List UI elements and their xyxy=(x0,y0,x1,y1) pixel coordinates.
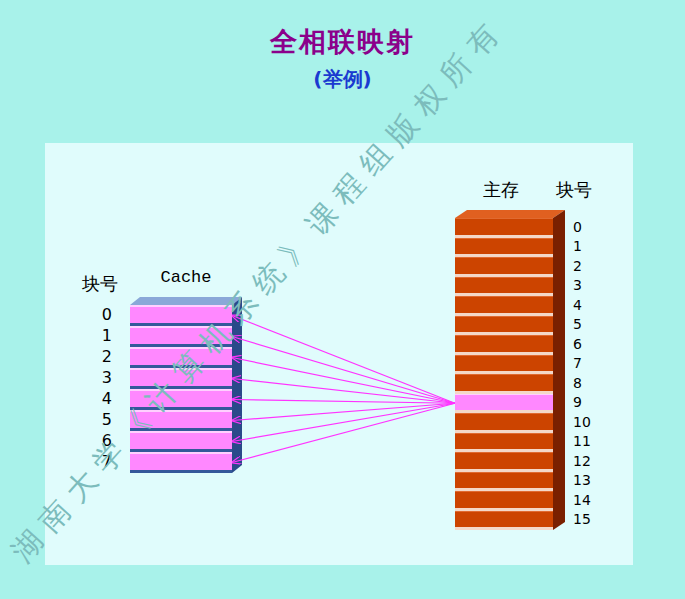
memory-block: 3 xyxy=(455,277,553,297)
block-number: 3 xyxy=(573,277,582,293)
block-number: 3 xyxy=(102,369,112,387)
mapping-arrow xyxy=(232,403,455,462)
mapping-arrow xyxy=(232,379,455,404)
block-number: 2 xyxy=(573,258,582,274)
mapping-arrow xyxy=(232,316,455,404)
memory-block: 13 xyxy=(455,472,553,492)
memory-block: 7 xyxy=(455,355,553,375)
group-heading: Cache xyxy=(126,268,246,288)
watermark: 湖南大学《计算机系统》课程组版权所有 xyxy=(5,11,512,569)
title: 全相联映射 xyxy=(0,26,685,57)
mapping-arrow xyxy=(232,403,455,441)
cache-line: 7 xyxy=(130,452,232,473)
block-number: 7 xyxy=(573,355,582,371)
memory-block: 12 xyxy=(455,452,553,472)
memory-side-face xyxy=(553,210,565,530)
memory-block: 5 xyxy=(455,316,553,336)
block-number: 1 xyxy=(102,327,112,345)
block-number: 12 xyxy=(573,453,591,469)
memory-block: 9 xyxy=(455,394,553,414)
block-number: 13 xyxy=(573,472,591,488)
block-number: 10 xyxy=(573,414,591,430)
mapping-arrow xyxy=(232,337,455,404)
column-heading: 块号 xyxy=(556,180,592,201)
memory-block: 4 xyxy=(455,296,553,316)
mapping-arrow xyxy=(232,400,455,404)
memory-block: 14 xyxy=(455,491,553,511)
memory-group: 主存0123456789101112131415 xyxy=(453,180,605,532)
block-number: 1 xyxy=(573,238,582,254)
memory-block: 0 xyxy=(455,218,553,238)
mapping-arrow xyxy=(232,358,455,404)
block-number: 5 xyxy=(102,411,112,429)
column-heading: 块号 xyxy=(82,274,118,295)
memory-block: 8 xyxy=(455,374,553,394)
memory-block: 11 xyxy=(455,433,553,453)
block-number: 11 xyxy=(573,433,591,449)
block-number: 4 xyxy=(573,297,582,313)
memory-block: 2 xyxy=(455,257,553,277)
memory-block: 6 xyxy=(455,335,553,355)
block-number: 4 xyxy=(102,390,112,408)
block-number: 6 xyxy=(573,336,582,352)
block-number: 0 xyxy=(573,219,582,235)
block-number: 14 xyxy=(573,492,591,508)
subtitle: (举例) xyxy=(0,68,685,91)
memory-top-face xyxy=(455,210,565,218)
block-number: 15 xyxy=(573,511,591,527)
block-number: 9 xyxy=(573,394,582,410)
group-heading: 主存 xyxy=(483,180,519,201)
block-number: 8 xyxy=(573,375,582,391)
block-number: 0 xyxy=(102,306,112,324)
memory-block: 1 xyxy=(455,238,553,258)
memory-block: 10 xyxy=(455,413,553,433)
block-number: 2 xyxy=(102,348,112,366)
block-number: 5 xyxy=(573,316,582,332)
memory-block: 15 xyxy=(455,511,553,531)
